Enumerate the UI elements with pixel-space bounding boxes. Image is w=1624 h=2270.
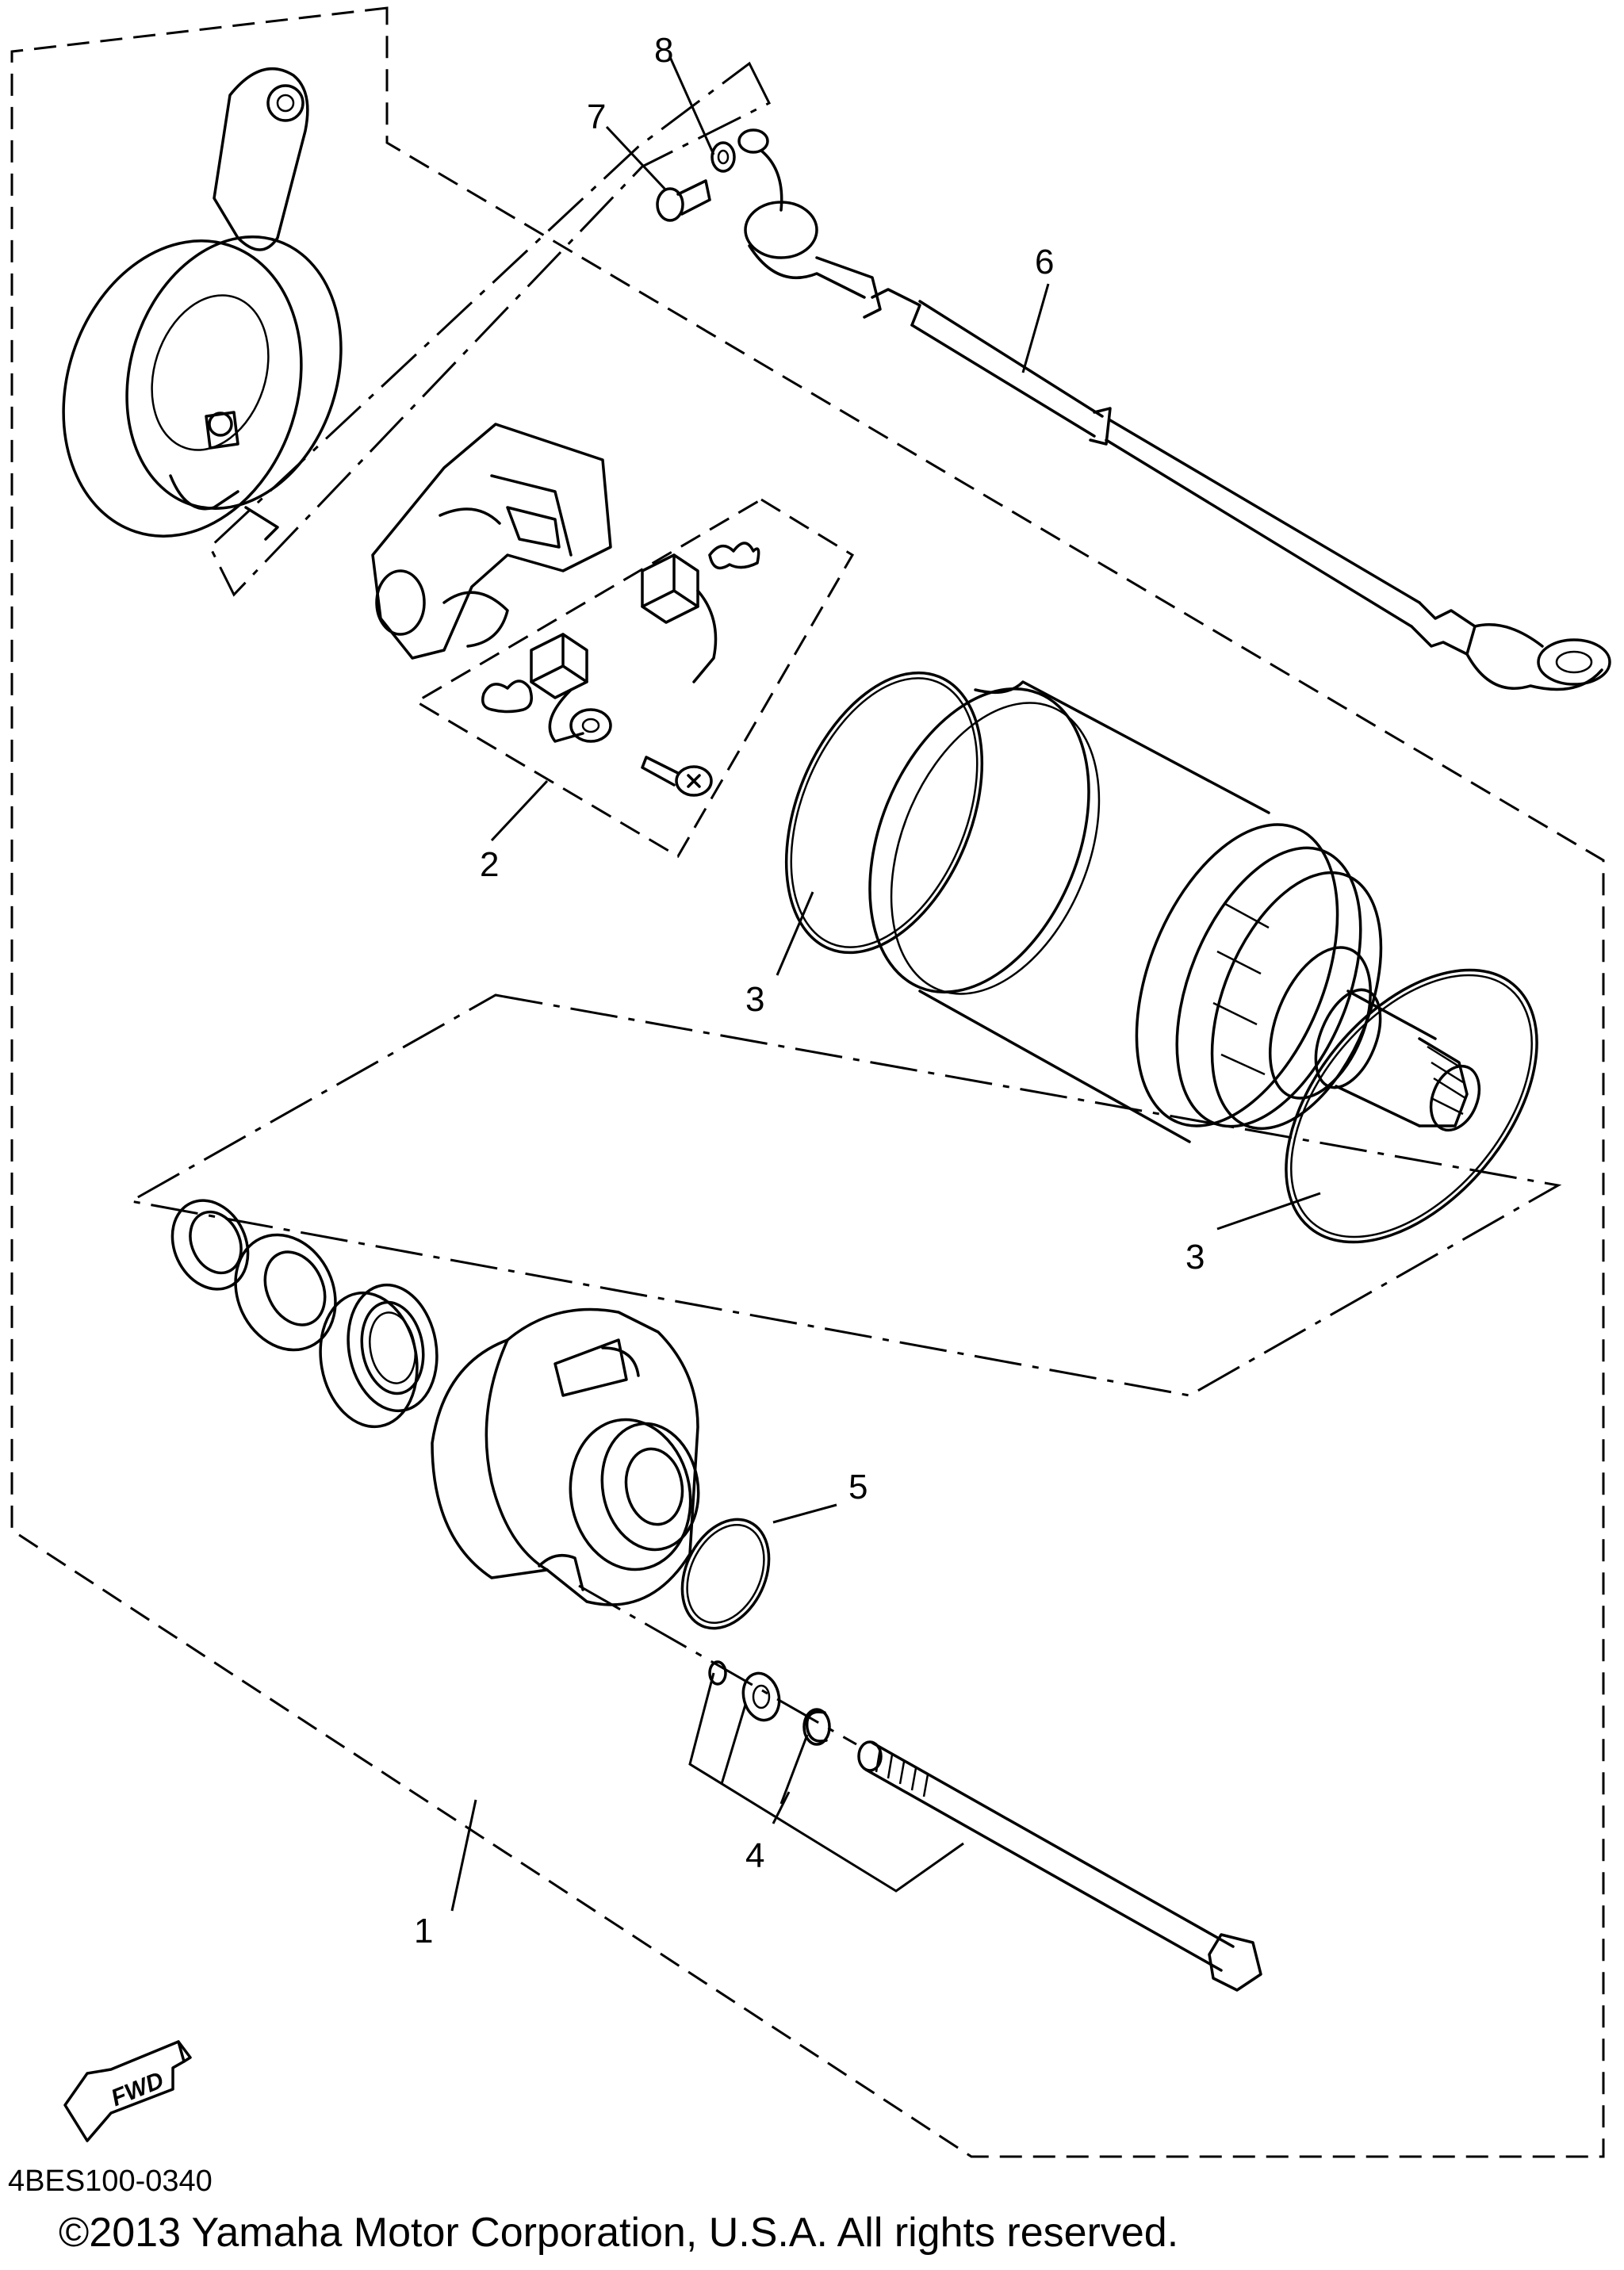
fwd-arrow-icon: FWD	[63, 2040, 192, 2142]
brush-subgroup-outline	[414, 498, 855, 859]
front-cover	[431, 1307, 700, 1606]
assembly-boundary	[10, 6, 1605, 2158]
callout-8: 8	[654, 31, 673, 70]
lock-washer-8	[710, 141, 736, 173]
copyright-notice: ©2013 Yamaha Motor Corporation, U.S.A. A…	[59, 2210, 1179, 2256]
brush-holder	[371, 423, 612, 660]
callout-1: 1	[414, 1912, 433, 1950]
bolt-set-4	[708, 1660, 1262, 1992]
washer	[234, 1233, 337, 1352]
bearing	[319, 1283, 439, 1429]
callout-2: 2	[480, 845, 499, 884]
screw-subgroup-outline	[209, 61, 772, 597]
callout-5: 5	[848, 1468, 868, 1506]
callout-3-upper: 3	[745, 980, 764, 1019]
callout-7: 7	[587, 98, 606, 136]
armature-yoke	[868, 680, 1481, 1143]
o-ring-3-upper	[784, 671, 984, 955]
o-ring-5	[680, 1518, 771, 1630]
leader-lines	[450, 56, 1321, 1912]
oil-seal	[170, 1199, 250, 1291]
o-ring-3-lower	[1285, 968, 1538, 1244]
callout-4: 4	[745, 1836, 764, 1875]
bolt-centerline	[578, 1584, 857, 1746]
callout-3-lower: 3	[1185, 1238, 1205, 1277]
svg-text:FWD: FWD	[107, 2067, 167, 2111]
lead-wire-6	[737, 128, 1611, 691]
front-cover-group-outline	[127, 993, 1562, 1397]
brush-set-2	[481, 542, 760, 797]
callout-6: 6	[1035, 243, 1054, 281]
drawing-code: 4BES100-0340	[8, 2165, 213, 2198]
rear-cover	[62, 67, 343, 541]
screw-7	[656, 179, 711, 222]
